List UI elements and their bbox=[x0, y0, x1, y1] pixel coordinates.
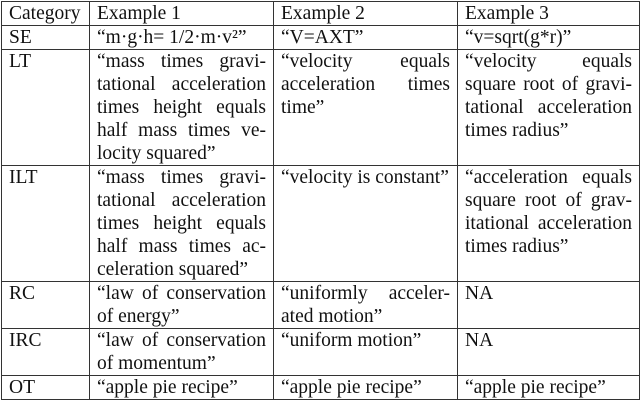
example-2-cell: “uniformly acceler- ated motion” bbox=[273, 281, 458, 329]
example-2-cell: “velocity equals acceleration times time… bbox=[273, 49, 458, 166]
table-row: IRC “law of conservation of momentum” “u… bbox=[1, 328, 640, 376]
category-cell: ILT bbox=[1, 165, 90, 282]
table-header-row: Category Example 1 Example 2 Example 3 bbox=[1, 1, 640, 26]
example-3-cell: NA bbox=[457, 328, 640, 376]
table-row: RC “law of conservation of energy” “unif… bbox=[1, 281, 640, 329]
example-2-cell: “apple pie recipe” bbox=[273, 375, 458, 400]
table-row: LT “mass times gravi- tational accelerat… bbox=[1, 49, 640, 166]
header-example-2: Example 2 bbox=[273, 1, 458, 26]
example-2-cell: “velocity is constant” bbox=[273, 165, 458, 282]
example-1-cell: “mass times gravi- tational acceleration… bbox=[89, 165, 274, 282]
table-row: SE “m·g·h= 1/2·m·v²” “V=AXT” “v=sqrt(g*r… bbox=[1, 25, 640, 50]
category-cell: OT bbox=[1, 375, 90, 400]
example-2-cell: “V=AXT” bbox=[273, 25, 458, 50]
example-1-cell: “m·g·h= 1/2·m·v²” bbox=[89, 25, 274, 50]
category-cell: IRC bbox=[1, 328, 90, 376]
example-3-cell: “velocity equals square root of gravi- t… bbox=[457, 49, 640, 166]
category-cell: SE bbox=[1, 25, 90, 50]
header-example-3: Example 3 bbox=[457, 1, 640, 26]
example-3-cell: “acceleration equals square root of grav… bbox=[457, 165, 640, 282]
example-1-cell: “law of conservation of momentum” bbox=[89, 328, 274, 376]
example-2-cell: “uniform motion” bbox=[273, 328, 458, 376]
header-example-1: Example 1 bbox=[89, 1, 274, 26]
header-category: Category bbox=[1, 1, 90, 26]
category-cell: RC bbox=[1, 281, 90, 329]
example-1-cell: “law of conservation of energy” bbox=[89, 281, 274, 329]
example-3-cell: NA bbox=[457, 281, 640, 329]
example-3-cell: “apple pie recipe” bbox=[457, 375, 640, 400]
category-cell: LT bbox=[1, 49, 90, 166]
table-row: OT “apple pie recipe” “apple pie recipe”… bbox=[1, 375, 640, 400]
example-3-cell: “v=sqrt(g*r)” bbox=[457, 25, 640, 50]
example-1-cell: “apple pie recipe” bbox=[89, 375, 274, 400]
example-1-cell: “mass times gravi- tational acceleration… bbox=[89, 49, 274, 166]
table-row: ILT “mass times gravi- tational accelera… bbox=[1, 165, 640, 282]
